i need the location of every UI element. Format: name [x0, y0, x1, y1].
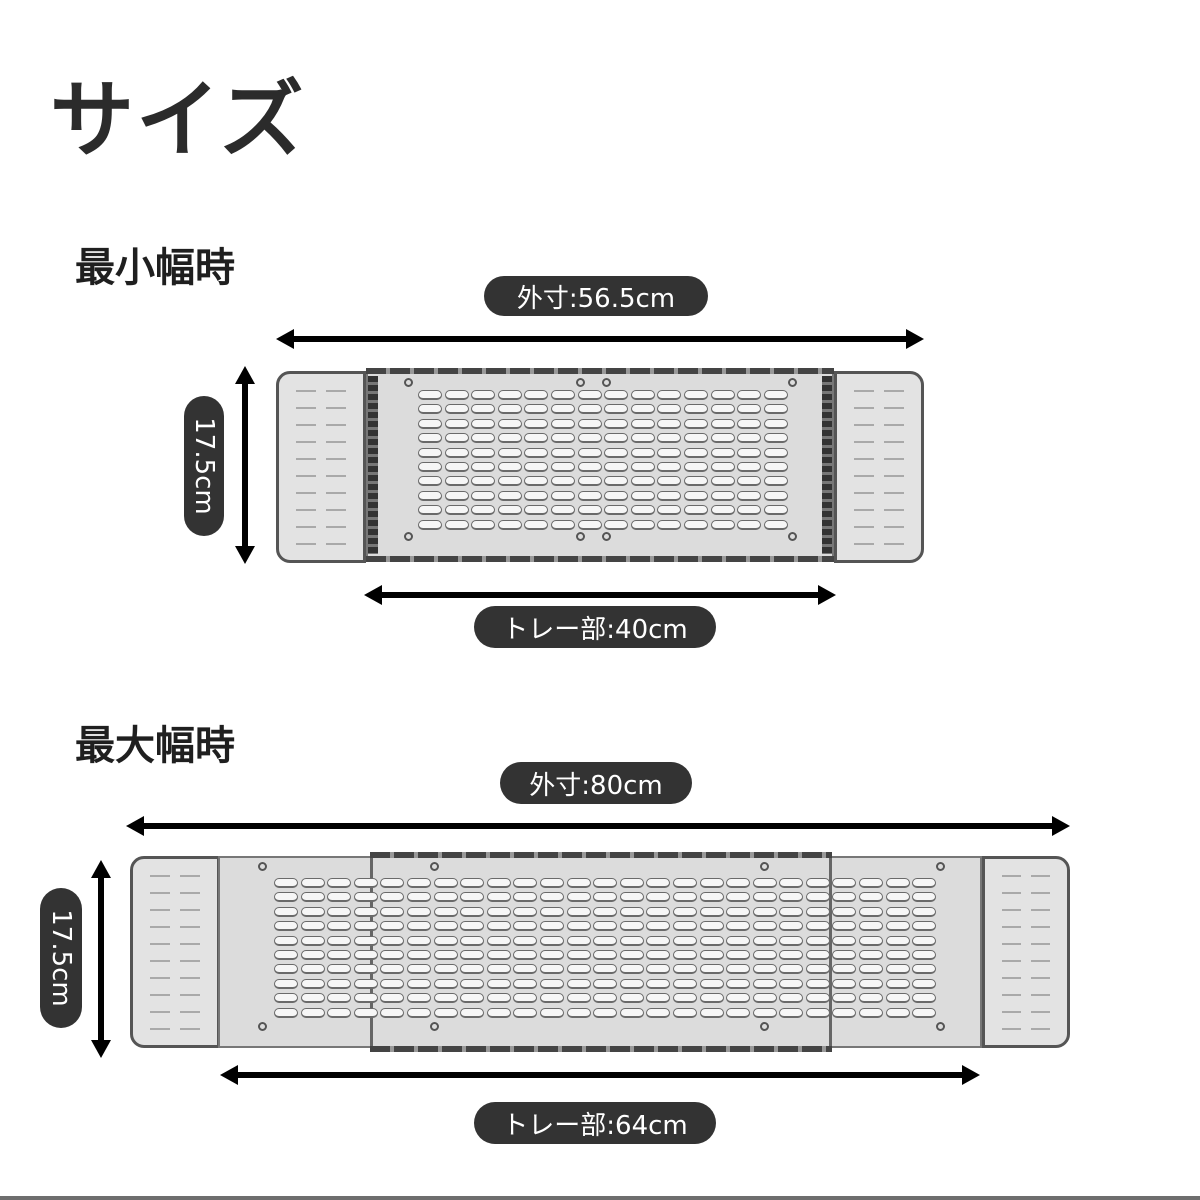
tray-width-arrow-icon: [220, 1065, 980, 1085]
page-title: サイズ: [50, 71, 306, 169]
tray-dimension-badge-min: トレー部:40cm: [474, 606, 716, 648]
tray-illustration-min: [276, 366, 924, 564]
tray-dimension-label: トレー部:64cm: [502, 1110, 688, 1141]
tray-slot-grid: [418, 390, 788, 530]
tray-dimension-label: トレー部:40cm: [502, 614, 688, 645]
section-heading-min-width: 最小幅時: [75, 245, 235, 291]
tray-end-cap-left: [130, 856, 220, 1048]
height-arrow-icon: [91, 860, 111, 1058]
height-arrow-icon: [235, 366, 255, 564]
height-dimension-badge-max: 17.5cm: [40, 888, 82, 1028]
bottom-divider: [0, 1196, 1200, 1200]
outer-width-arrow-icon: [126, 816, 1070, 836]
tray-end-cap-right: [834, 371, 924, 563]
section-heading-max-width: 最大幅時: [75, 723, 235, 769]
outer-width-arrow-icon: [276, 329, 924, 349]
tray-end-cap-right: [982, 856, 1070, 1048]
height-dimension-label: 17.5cm: [189, 417, 220, 515]
outer-dimension-badge-max: 外寸:80cm: [500, 762, 692, 804]
height-dimension-label: 17.5cm: [46, 909, 77, 1007]
tray-width-arrow-icon: [364, 585, 836, 605]
outer-dimension-label: 外寸:80cm: [529, 770, 663, 801]
height-dimension-badge-min: 17.5cm: [184, 396, 224, 536]
tray-dimension-badge-max: トレー部:64cm: [474, 1102, 716, 1144]
tray-illustration-max: [130, 852, 1070, 1052]
outer-dimension-label: 外寸:56.5cm: [516, 283, 676, 314]
outer-dimension-badge-min: 外寸:56.5cm: [484, 276, 708, 316]
tray-end-cap-left: [276, 371, 366, 563]
tray-slot-grid: [274, 878, 937, 1018]
